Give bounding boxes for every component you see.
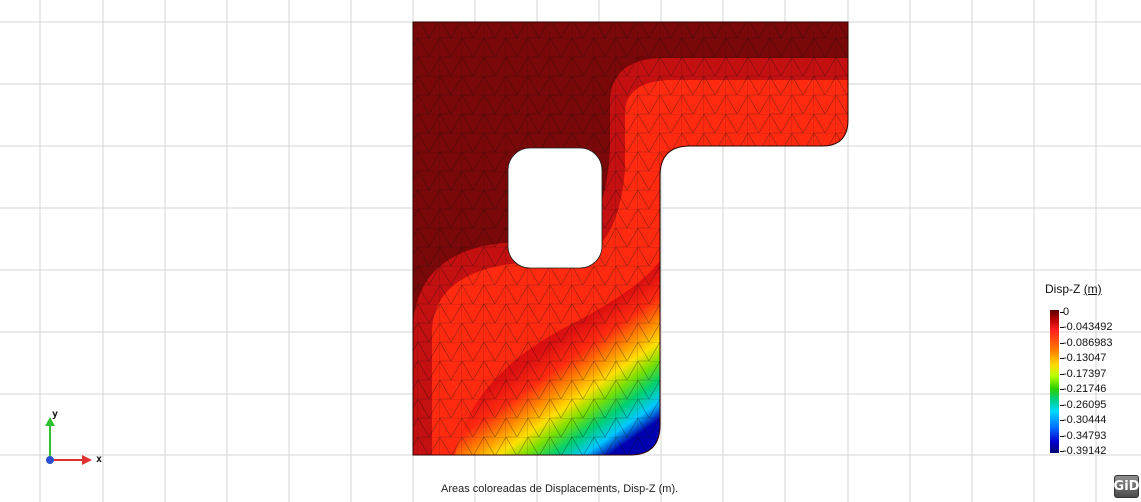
legend-tick	[1060, 420, 1064, 421]
legend-tick	[1060, 374, 1064, 375]
legend-colorbar	[1050, 310, 1059, 453]
result-caption: Areas coloreadas de Displacements, Disp-…	[441, 483, 679, 495]
legend-title: Disp-Z (m)	[1045, 282, 1102, 296]
legend-label: 0	[1063, 306, 1070, 318]
legend-tick	[1060, 327, 1064, 328]
legend-title-text: Disp-Z	[1045, 282, 1081, 296]
legend-unit: (m)	[1083, 282, 1102, 296]
legend-tick	[1060, 343, 1064, 344]
contour-mesh-part[interactable]	[413, 22, 848, 455]
legend-label: -0.30444	[1063, 414, 1107, 426]
x-axis-label: x	[96, 454, 102, 465]
legend-tick	[1060, 405, 1064, 406]
hole-cutout	[507, 147, 603, 269]
legend-label: -0.17397	[1063, 368, 1107, 380]
axes-triad: y x	[45, 409, 102, 465]
part-outline	[412, 21, 849, 456]
legend-label: -0.34793	[1063, 430, 1107, 442]
legend-label: -0.39142	[1063, 445, 1107, 457]
legend-tick	[1060, 389, 1064, 390]
legend-label: -0.26095	[1063, 399, 1107, 411]
legend-label: -0.13047	[1063, 352, 1107, 364]
legend-tick	[1060, 451, 1064, 452]
legend-tick	[1060, 358, 1064, 359]
legend-label: -0.21746	[1063, 383, 1107, 395]
y-axis-label: y	[52, 409, 58, 420]
legend-tick	[1060, 312, 1064, 313]
legend-label: -0.086983	[1063, 337, 1113, 349]
legend-label: -0.043492	[1063, 321, 1113, 333]
gid-logo: GiD	[1114, 475, 1139, 498]
legend-tick	[1060, 436, 1064, 437]
